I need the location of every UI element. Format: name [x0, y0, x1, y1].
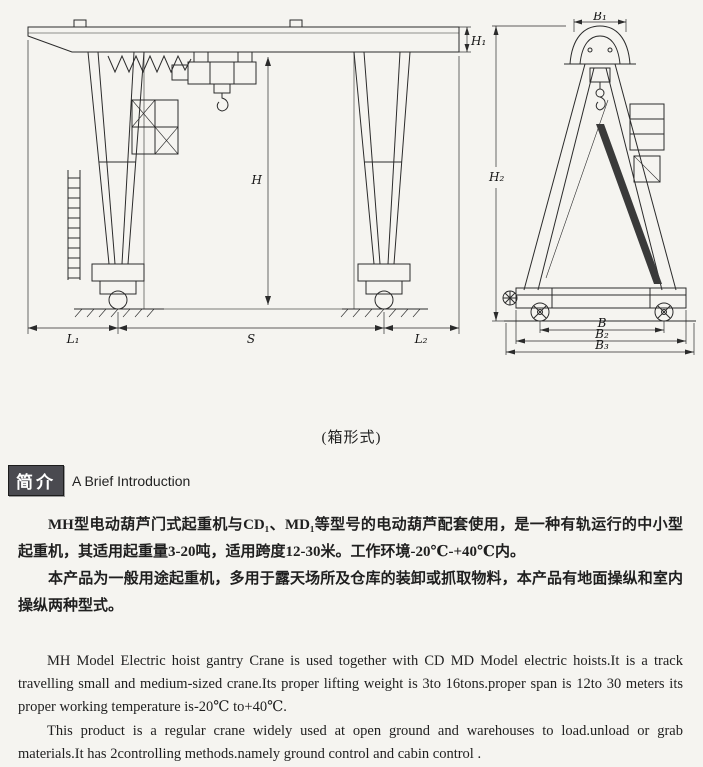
bottom-carriage [515, 287, 687, 309]
left-leg [87, 51, 145, 265]
chinese-paragraphs: MH型电动葫芦门式起重机与CD₁、MD₁等型号的电动葫芦配套使用，是一种有轨运行… [18, 512, 683, 620]
hook-icon [595, 96, 606, 111]
right-leg [353, 51, 411, 265]
dim-label-h1: H₁ [470, 34, 486, 48]
ladder [67, 170, 81, 280]
a-frame-legs [523, 63, 677, 291]
dim-label-l1: L₁ [66, 332, 80, 346]
side-view-drawing: B₁ H₂ B [488, 12, 696, 355]
dim-label-h: H [251, 173, 263, 187]
dim-total-height: H₂ [488, 25, 566, 322]
dim-label-b: B [597, 316, 607, 330]
dim-label-l2: L₂ [414, 332, 428, 346]
hook-icon [216, 93, 229, 112]
dim-lifting-height: H [251, 57, 271, 305]
section-badge: 简介 [8, 465, 64, 496]
paragraph-en-2: This product is a regular crane widely u… [18, 722, 683, 762]
dim-top-width: B₁ [573, 12, 627, 32]
hoist-trolley [171, 51, 257, 112]
top-saddle [564, 25, 636, 65]
front-view-drawing: H H₁ L₁ S L₂ [27, 19, 486, 346]
paragraph-en-1: MH Model Electric hoist gantry Crane is … [18, 653, 683, 716]
figure-caption: (箱形式) [321, 430, 382, 446]
diagonal-brace [596, 124, 662, 284]
section-title: A Brief Introduction [72, 472, 191, 489]
section-header: 简介 A Brief Introduction [8, 465, 703, 496]
paragraph-cn-1: MH型电动葫芦门式起重机与CD₁、MD₁等型号的电动葫芦配套使用，是一种有轨运行… [18, 517, 683, 560]
dim-girder-height: H₁ [459, 26, 486, 53]
hoist-side [589, 67, 611, 111]
clearance-outline [143, 51, 355, 310]
girder [27, 19, 460, 53]
dim-span-row: L₁ S L₂ [27, 40, 460, 346]
english-paragraphs: MH Model Electric hoist gantry Crane is … [18, 650, 683, 766]
dim-label-b1: B₁ [592, 12, 607, 23]
figure-area: H H₁ L₁ S L₂ [0, 0, 703, 364]
dim-label-b2: B₂ [594, 327, 609, 341]
dim-label-s: S [247, 332, 255, 346]
dim-wheel-base: B [539, 316, 665, 333]
hand-wheel [502, 290, 518, 306]
paragraph-cn-2: 本产品为一般用途起重机，多用于露天场所及仓库的装卸或抓取物料，本产品有地面操纵和… [18, 571, 683, 614]
dim-carriage-width: B₂ [515, 310, 687, 344]
festoon-cable [107, 54, 192, 74]
dim-label-b3: B₃ [594, 338, 609, 352]
dim-label-h2: H₂ [488, 170, 504, 184]
right-end-carriage [340, 263, 428, 318]
side-control-boxes [629, 103, 665, 183]
control-cabinet [131, 99, 179, 155]
dim-overall-width: B₃ [505, 323, 695, 355]
